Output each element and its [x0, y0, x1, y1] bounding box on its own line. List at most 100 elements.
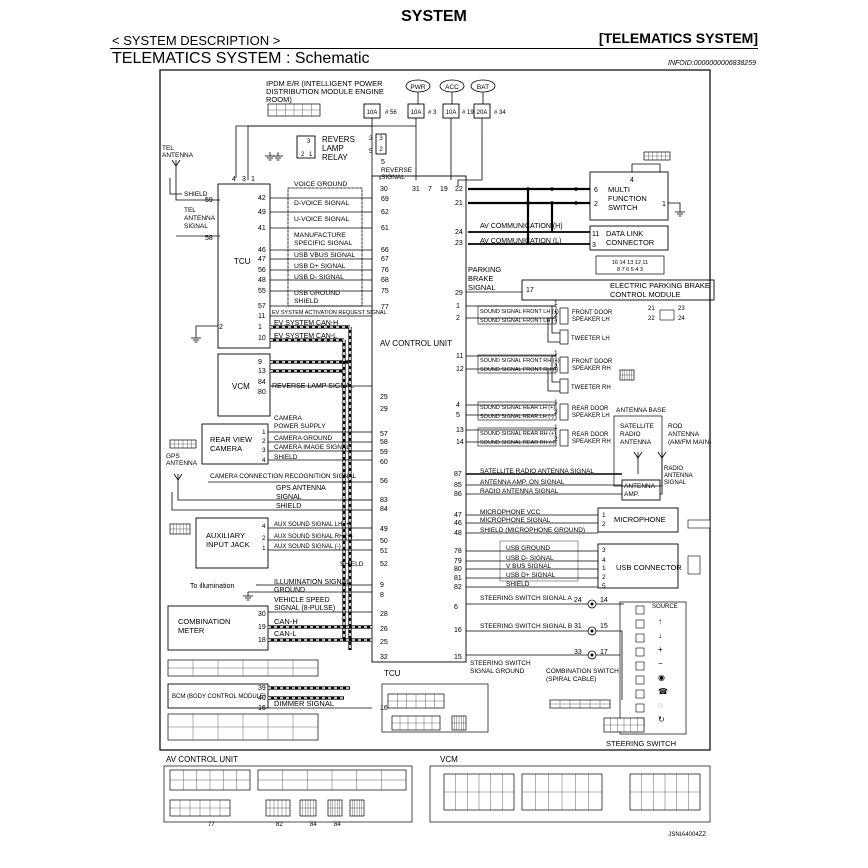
av-pin: 30 — [380, 186, 388, 193]
microphone-box — [597, 507, 679, 533]
tcu-signal-label: D-VOICE SIGNAL — [294, 200, 349, 207]
spiral-cable-label: COMBINATION SWITCH — [546, 668, 619, 675]
steering-resistor-icon — [635, 661, 645, 671]
relay-pin: 2 — [379, 147, 383, 153]
av-control-unit-box — [371, 175, 467, 663]
fuse-rating: 20A — [477, 110, 488, 116]
av-pin: 16 — [380, 705, 388, 712]
spiral-pin: 17 — [600, 649, 608, 656]
speaker-label: SPEAKER LH — [572, 317, 610, 323]
power-source-label: ACC — [445, 84, 459, 91]
relay-connector-icon — [375, 133, 387, 155]
av-pin: 78 — [454, 548, 462, 555]
speaker-pin: 1 — [554, 350, 558, 357]
epb-label: CONTROL MODULE — [610, 290, 681, 299]
vcm-signal-label: REVERSE LAMP SIGNAL — [272, 383, 354, 390]
speaker-signal-label: SOUND SIGNAL FRONT LH (-) — [480, 318, 557, 324]
speaker-label: REAR DOOR — [572, 432, 609, 438]
vcm-label: VCM — [232, 382, 250, 391]
vehicle-speed-label: SIGNAL (8-PULSE) — [274, 605, 335, 612]
steering-resistor-icon — [635, 647, 645, 657]
satellite-antenna-label: SATELLITE — [620, 423, 655, 430]
spiral-pin: 33 — [574, 649, 582, 656]
bcm-label: BCM (BODY CONTROL MODULE) — [172, 694, 266, 700]
gps-antenna-label: ANTENNA — [166, 460, 198, 467]
can-l-label: CAN-L — [274, 629, 297, 638]
multi-function-switch-label: FUNCTION — [608, 194, 647, 203]
footer-connector-label: 82 — [276, 822, 283, 828]
wire — [195, 325, 218, 334]
tel-antenna-signal-label: SIGNAL — [184, 223, 208, 230]
steering-button-icon: ☎ — [658, 687, 668, 696]
steering-resistor-icon — [635, 703, 645, 713]
av-pin: 87 — [454, 471, 462, 478]
mfs-pin: 2 — [594, 201, 598, 208]
meter-pin: 30 — [258, 611, 266, 618]
tel-antenna-label: TEL — [162, 145, 174, 152]
av-pin: 86 — [454, 491, 462, 498]
av-pin: 58 — [380, 439, 388, 446]
antenna-amp-label: AMP. — [624, 491, 639, 498]
epb-connector-pin: 23 — [678, 306, 685, 312]
gps-antenna-label: GPS — [166, 453, 180, 460]
camera-signal-label: CAMERA — [274, 415, 302, 422]
dlc-pin: 11 — [592, 231, 599, 238]
meter-pin: 18 — [258, 637, 266, 644]
rod-antenna-label: ROD — [668, 423, 683, 430]
footer-av-label: AV CONTROL UNIT — [166, 755, 238, 764]
usb-pin: 5 — [602, 583, 606, 590]
speaker-label: SPEAKER RH — [572, 439, 611, 445]
tweeter-label: TWEETER RH — [571, 385, 611, 391]
epb-connector-icon — [659, 309, 675, 321]
av-pin: 46 — [454, 520, 462, 527]
wire — [668, 202, 681, 208]
relay-pin: 1 — [309, 152, 313, 158]
tcu-signal-label: EV SYSTEM CAN-L — [274, 333, 337, 340]
tcu-pin: 42 — [258, 195, 266, 202]
tcu-pin: 1 — [251, 176, 255, 183]
mfs-pin: 4 — [630, 177, 634, 184]
tweeter-icon — [559, 378, 569, 394]
spiral-pin: 31 — [574, 623, 582, 630]
footer-connector-label: 84 — [334, 822, 341, 828]
aux-signal-label: AUX SOUND SIGNAL (-) — [274, 544, 341, 550]
tcu-pin: 55 — [258, 288, 266, 295]
av-pin: 80 — [454, 566, 462, 573]
usb-signal-label: USB D+ SIGNAL — [506, 572, 556, 579]
av-pin: 82 — [454, 584, 462, 591]
radio-antenna-signal-label: RADIO — [664, 466, 683, 472]
fuse-number: # 19 — [462, 110, 474, 116]
dlc-connector-pins: 16 14 13 12 11 — [612, 260, 648, 266]
fuse-number: # 56 — [385, 110, 397, 116]
epb-connector-pin: 24 — [678, 316, 685, 322]
speaker-pin: 2 — [554, 436, 558, 443]
data-link-connector-box — [589, 225, 669, 251]
footer-connector-label: 84 — [310, 822, 317, 828]
camera-pin: 2 — [262, 438, 266, 445]
steering-resistor-icon — [635, 619, 645, 629]
relay-label: LAMP — [322, 144, 344, 153]
speaker-pin: 1 — [554, 424, 558, 431]
speaker-label: FRONT DOOR — [572, 359, 613, 365]
tcu-signal-label: VOICE GROUND — [294, 181, 347, 188]
antenna-amp-label: ANTENNA — [624, 483, 656, 490]
fuse-rating: 10A — [367, 110, 378, 116]
av-pin: 79 — [454, 558, 462, 565]
relay-pin: 5 — [381, 159, 385, 166]
speaker-icon — [559, 356, 569, 374]
av-pin: 56 — [380, 478, 388, 485]
steering-switch-label: STEERING SWITCH — [606, 739, 676, 748]
tcu-pin: 46 — [258, 247, 266, 254]
epb-box — [521, 279, 715, 301]
tcu-pin: 48 — [258, 277, 266, 284]
av-pin: 49 — [380, 526, 388, 533]
rear-view-camera-box — [201, 423, 269, 465]
tcu-pin: 41 — [258, 225, 266, 232]
usb-signal-label: USB GROUND — [506, 545, 550, 552]
aux-input-jack-label: INPUT JACK — [206, 540, 250, 549]
tcu-signal-label: USB D- SIGNAL — [294, 274, 344, 281]
speaker-pin: 2 — [554, 409, 558, 416]
can-h-label: CAN-H — [274, 617, 298, 626]
vehicle-speed-label: VEHICLE SPEED — [274, 597, 330, 604]
